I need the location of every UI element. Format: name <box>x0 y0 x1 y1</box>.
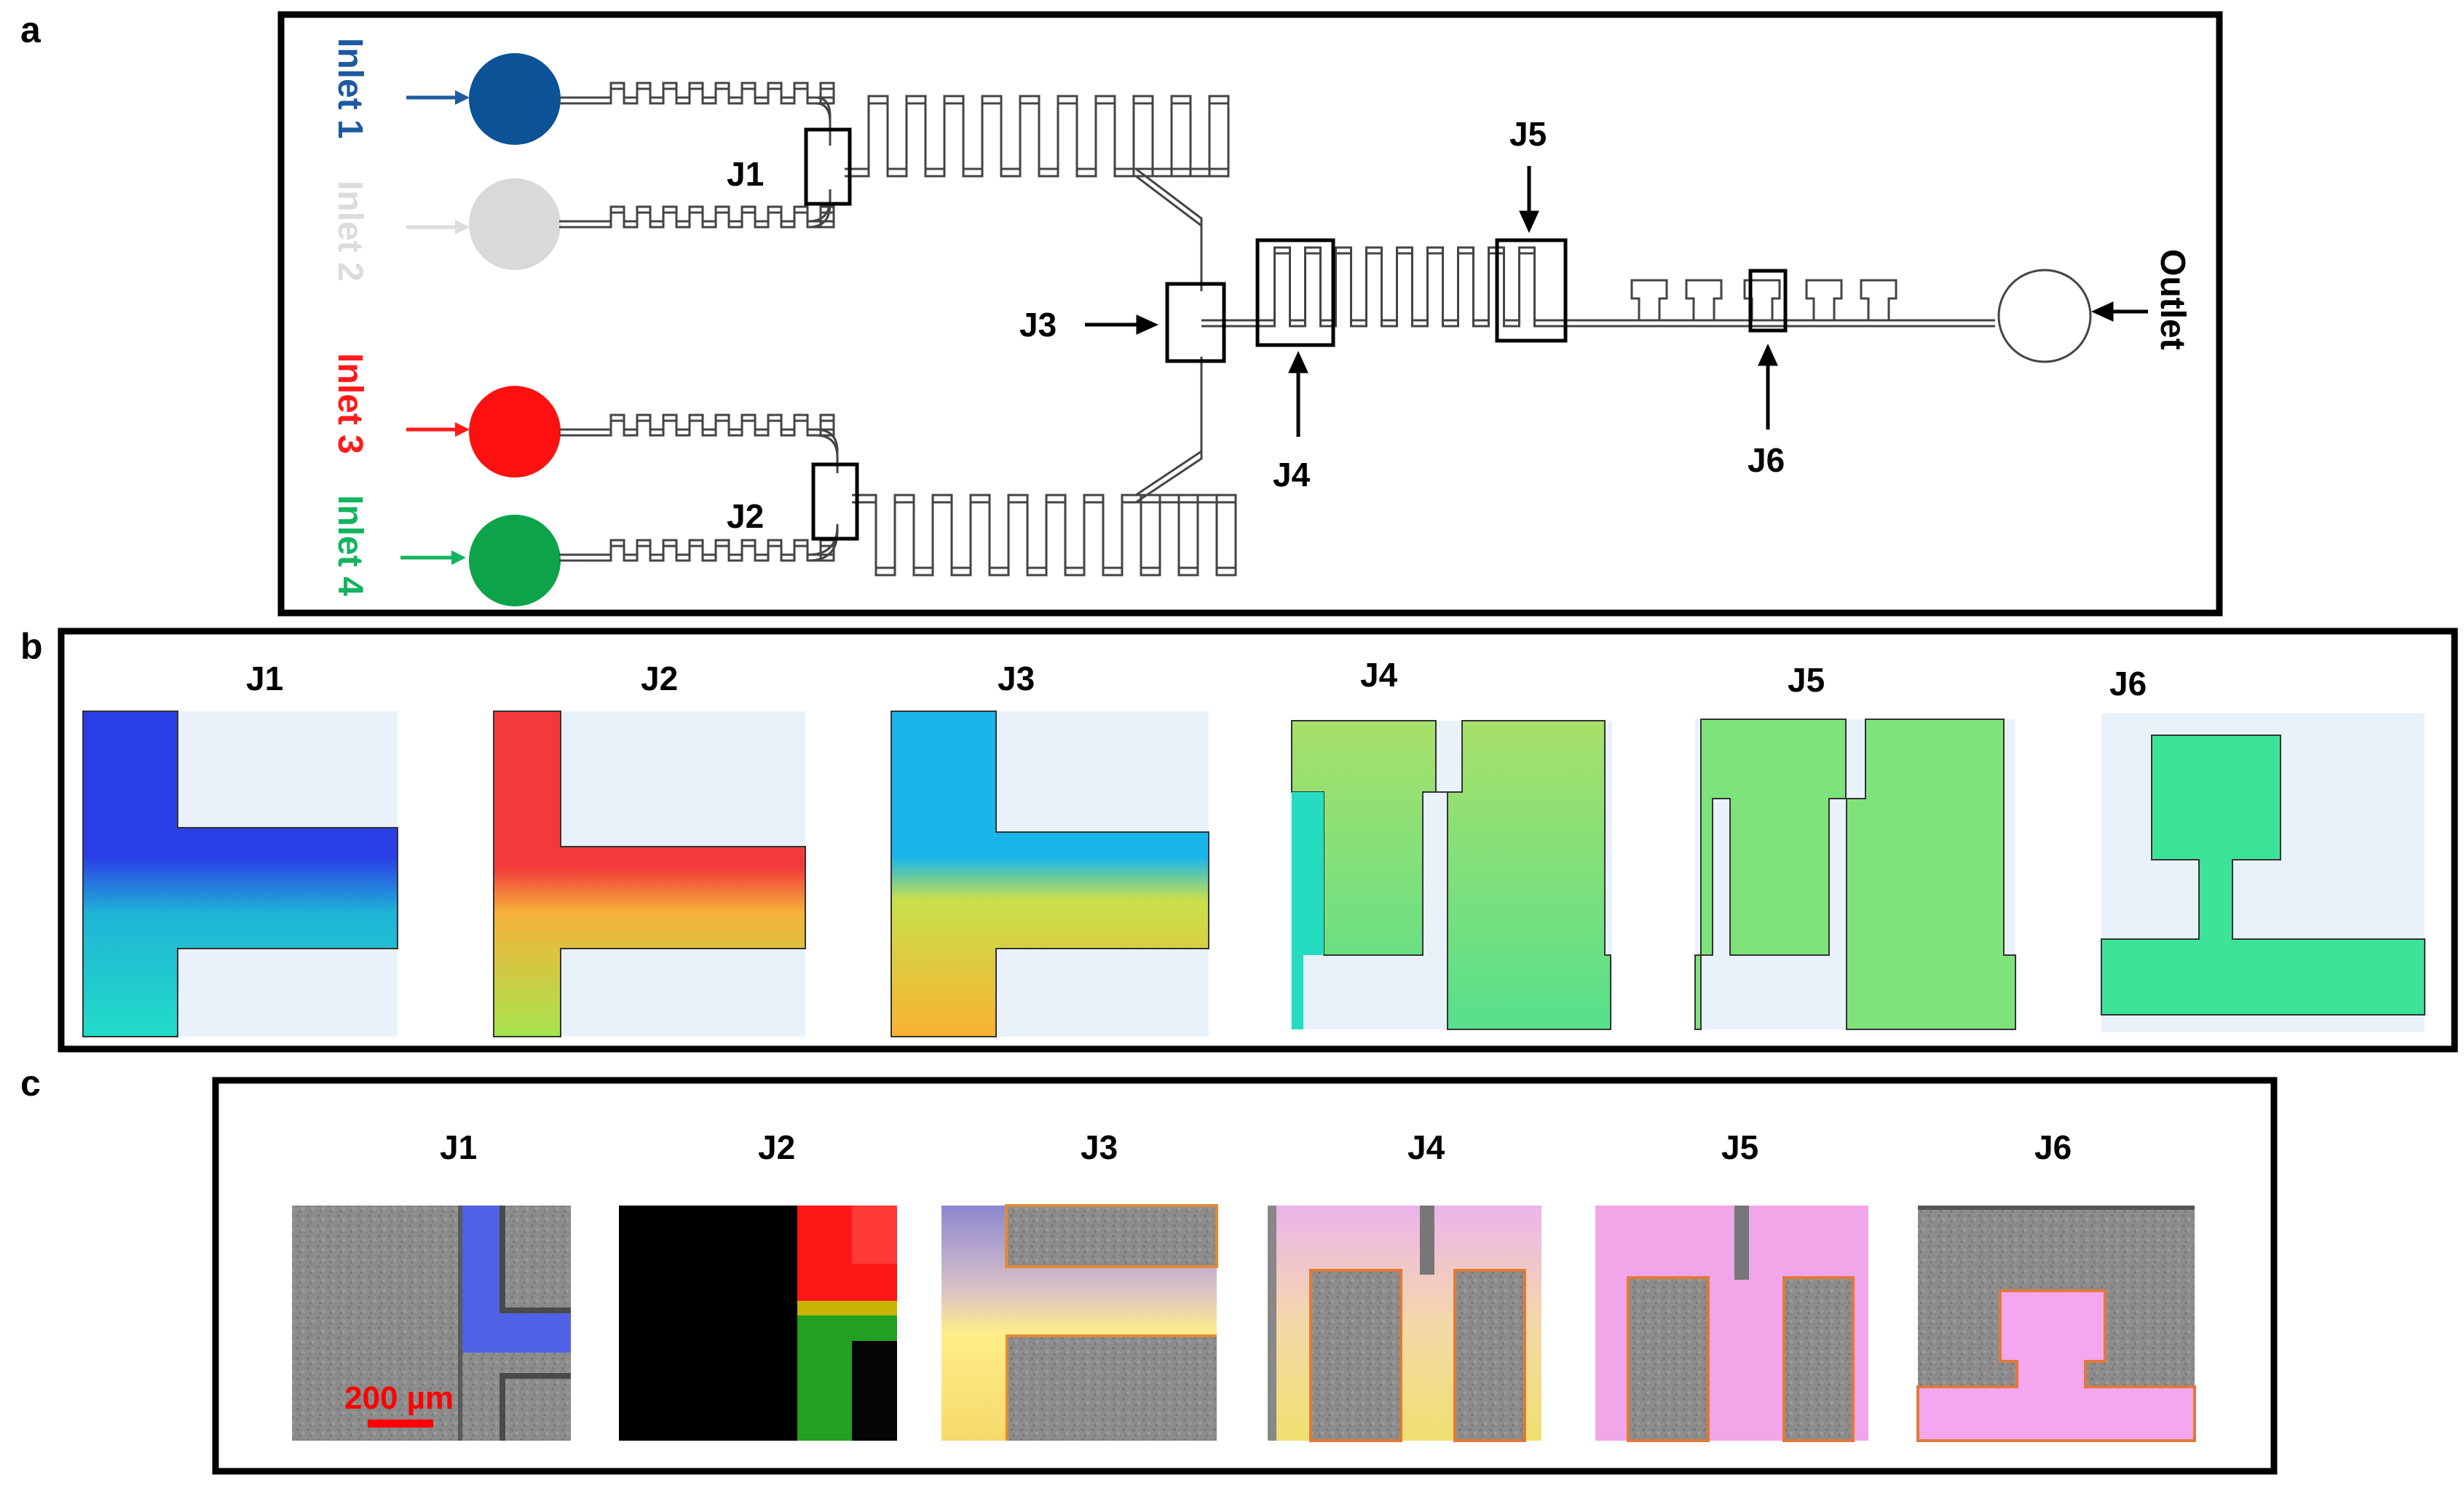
panel-b-title-j6: J6 <box>2109 665 2147 703</box>
channel-inlet2-inner <box>559 189 835 223</box>
junction-label-j6: J6 <box>1748 441 1785 479</box>
channel-inlet3-outer <box>559 413 839 473</box>
sim-j4 <box>1290 720 1612 1030</box>
panel-b-title-j5: J5 <box>1788 661 1825 699</box>
panel-a-frame <box>277 11 2223 617</box>
channel-inlet1-inner <box>559 87 835 146</box>
panel-b-title-j2: J2 <box>641 660 678 697</box>
channel-inlet1-outer <box>559 82 835 146</box>
junction-label-j4: J4 <box>1273 456 1311 494</box>
panel-c-microscopy: J1 J2 J3 J4 J5 J6 200 µm <box>212 1077 2278 1475</box>
inlet-1-label: Inlet 1 <box>331 38 369 139</box>
micrograph-j2 <box>619 1206 897 1441</box>
side-chamber-4 <box>1805 279 1843 320</box>
sim-j6 <box>2101 713 2425 1032</box>
junction-label-j1: J1 <box>727 155 764 193</box>
panel-c-title-j1: J1 <box>440 1128 477 1166</box>
micrograph-j3 <box>941 1204 1218 1441</box>
sim-j5 <box>1694 719 2016 1030</box>
panel-b-title-j1: J1 <box>246 660 283 697</box>
side-chamber-5 <box>1860 279 1898 320</box>
channel-main-inner <box>1201 252 1995 328</box>
scale-bar-label: 200 µm <box>344 1380 454 1416</box>
micrograph-j6 <box>1916 1206 2196 1442</box>
channel-inlet4-inner <box>559 524 839 556</box>
microfluidic-channels <box>559 82 1995 577</box>
inlet-4-circle <box>469 515 561 606</box>
micrograph-j1: 200 µm <box>292 1206 571 1441</box>
junction-box-j3 <box>1165 282 1226 363</box>
inlet-arrows <box>400 90 470 565</box>
panel-b-simulation: J1 J2 J3 J4 J5 J6 <box>58 628 2458 1053</box>
panel-b-title-j4: J4 <box>1360 656 1398 694</box>
inlet-3-label: Inlet 3 <box>331 353 369 454</box>
micrograph-j4 <box>1268 1206 1541 1442</box>
sim-j1 <box>82 711 398 1037</box>
panel-c-title-j3: J3 <box>1081 1128 1118 1166</box>
panel-c-title-j5: J5 <box>1721 1128 1758 1166</box>
panel-label-b: b <box>20 626 43 667</box>
channel-j1-j3-inner <box>845 102 1230 291</box>
outlet-label: Outlet <box>2153 249 2192 350</box>
panel-a-chip-layout: Inlet 1 Inlet 2 Inlet 3 Inlet 4 J1 <box>277 11 2223 617</box>
junction-label-j2: J2 <box>727 497 764 535</box>
channel-inlet3-inner <box>559 419 839 473</box>
panel-b-frame <box>58 628 2458 1053</box>
inlet-2-circle <box>469 178 561 270</box>
sim-j2 <box>493 711 806 1037</box>
junction-box-j1 <box>804 127 852 206</box>
inlet-4-label: Inlet 4 <box>331 495 369 596</box>
panel-c-frame <box>212 1077 2278 1475</box>
inlet-3-circle <box>469 386 561 478</box>
junction-box-j4 <box>1255 238 1335 347</box>
junction-arrows <box>1085 166 2148 437</box>
panel-c-title-j4: J4 <box>1407 1128 1445 1166</box>
panel-c-title-j2: J2 <box>758 1128 795 1166</box>
junction-label-j5: J5 <box>1509 115 1547 153</box>
panel-c-title-j6: J6 <box>2034 1128 2072 1166</box>
side-chamber-1 <box>1630 279 1668 320</box>
outlet-circle <box>1997 269 2092 363</box>
channel-j2-j3-inner <box>852 357 1237 569</box>
junction-box-j2 <box>811 462 859 541</box>
side-chamber-2 <box>1685 279 1723 320</box>
junction-box-j5 <box>1495 238 1568 343</box>
panel-label-c: c <box>20 1063 41 1104</box>
inlet-1-circle <box>469 53 561 145</box>
panel-b-title-j3: J3 <box>998 660 1035 697</box>
junction-boxes <box>804 127 1788 541</box>
junction-label-j3: J3 <box>1019 306 1057 344</box>
micrograph-j5 <box>1595 1206 1868 1442</box>
sim-j3 <box>891 711 1209 1037</box>
inlet-2-label: Inlet 2 <box>331 181 369 282</box>
junction-box-j6 <box>1748 269 1788 333</box>
scale-bar-line <box>368 1420 433 1428</box>
panel-label-a: a <box>20 9 42 50</box>
